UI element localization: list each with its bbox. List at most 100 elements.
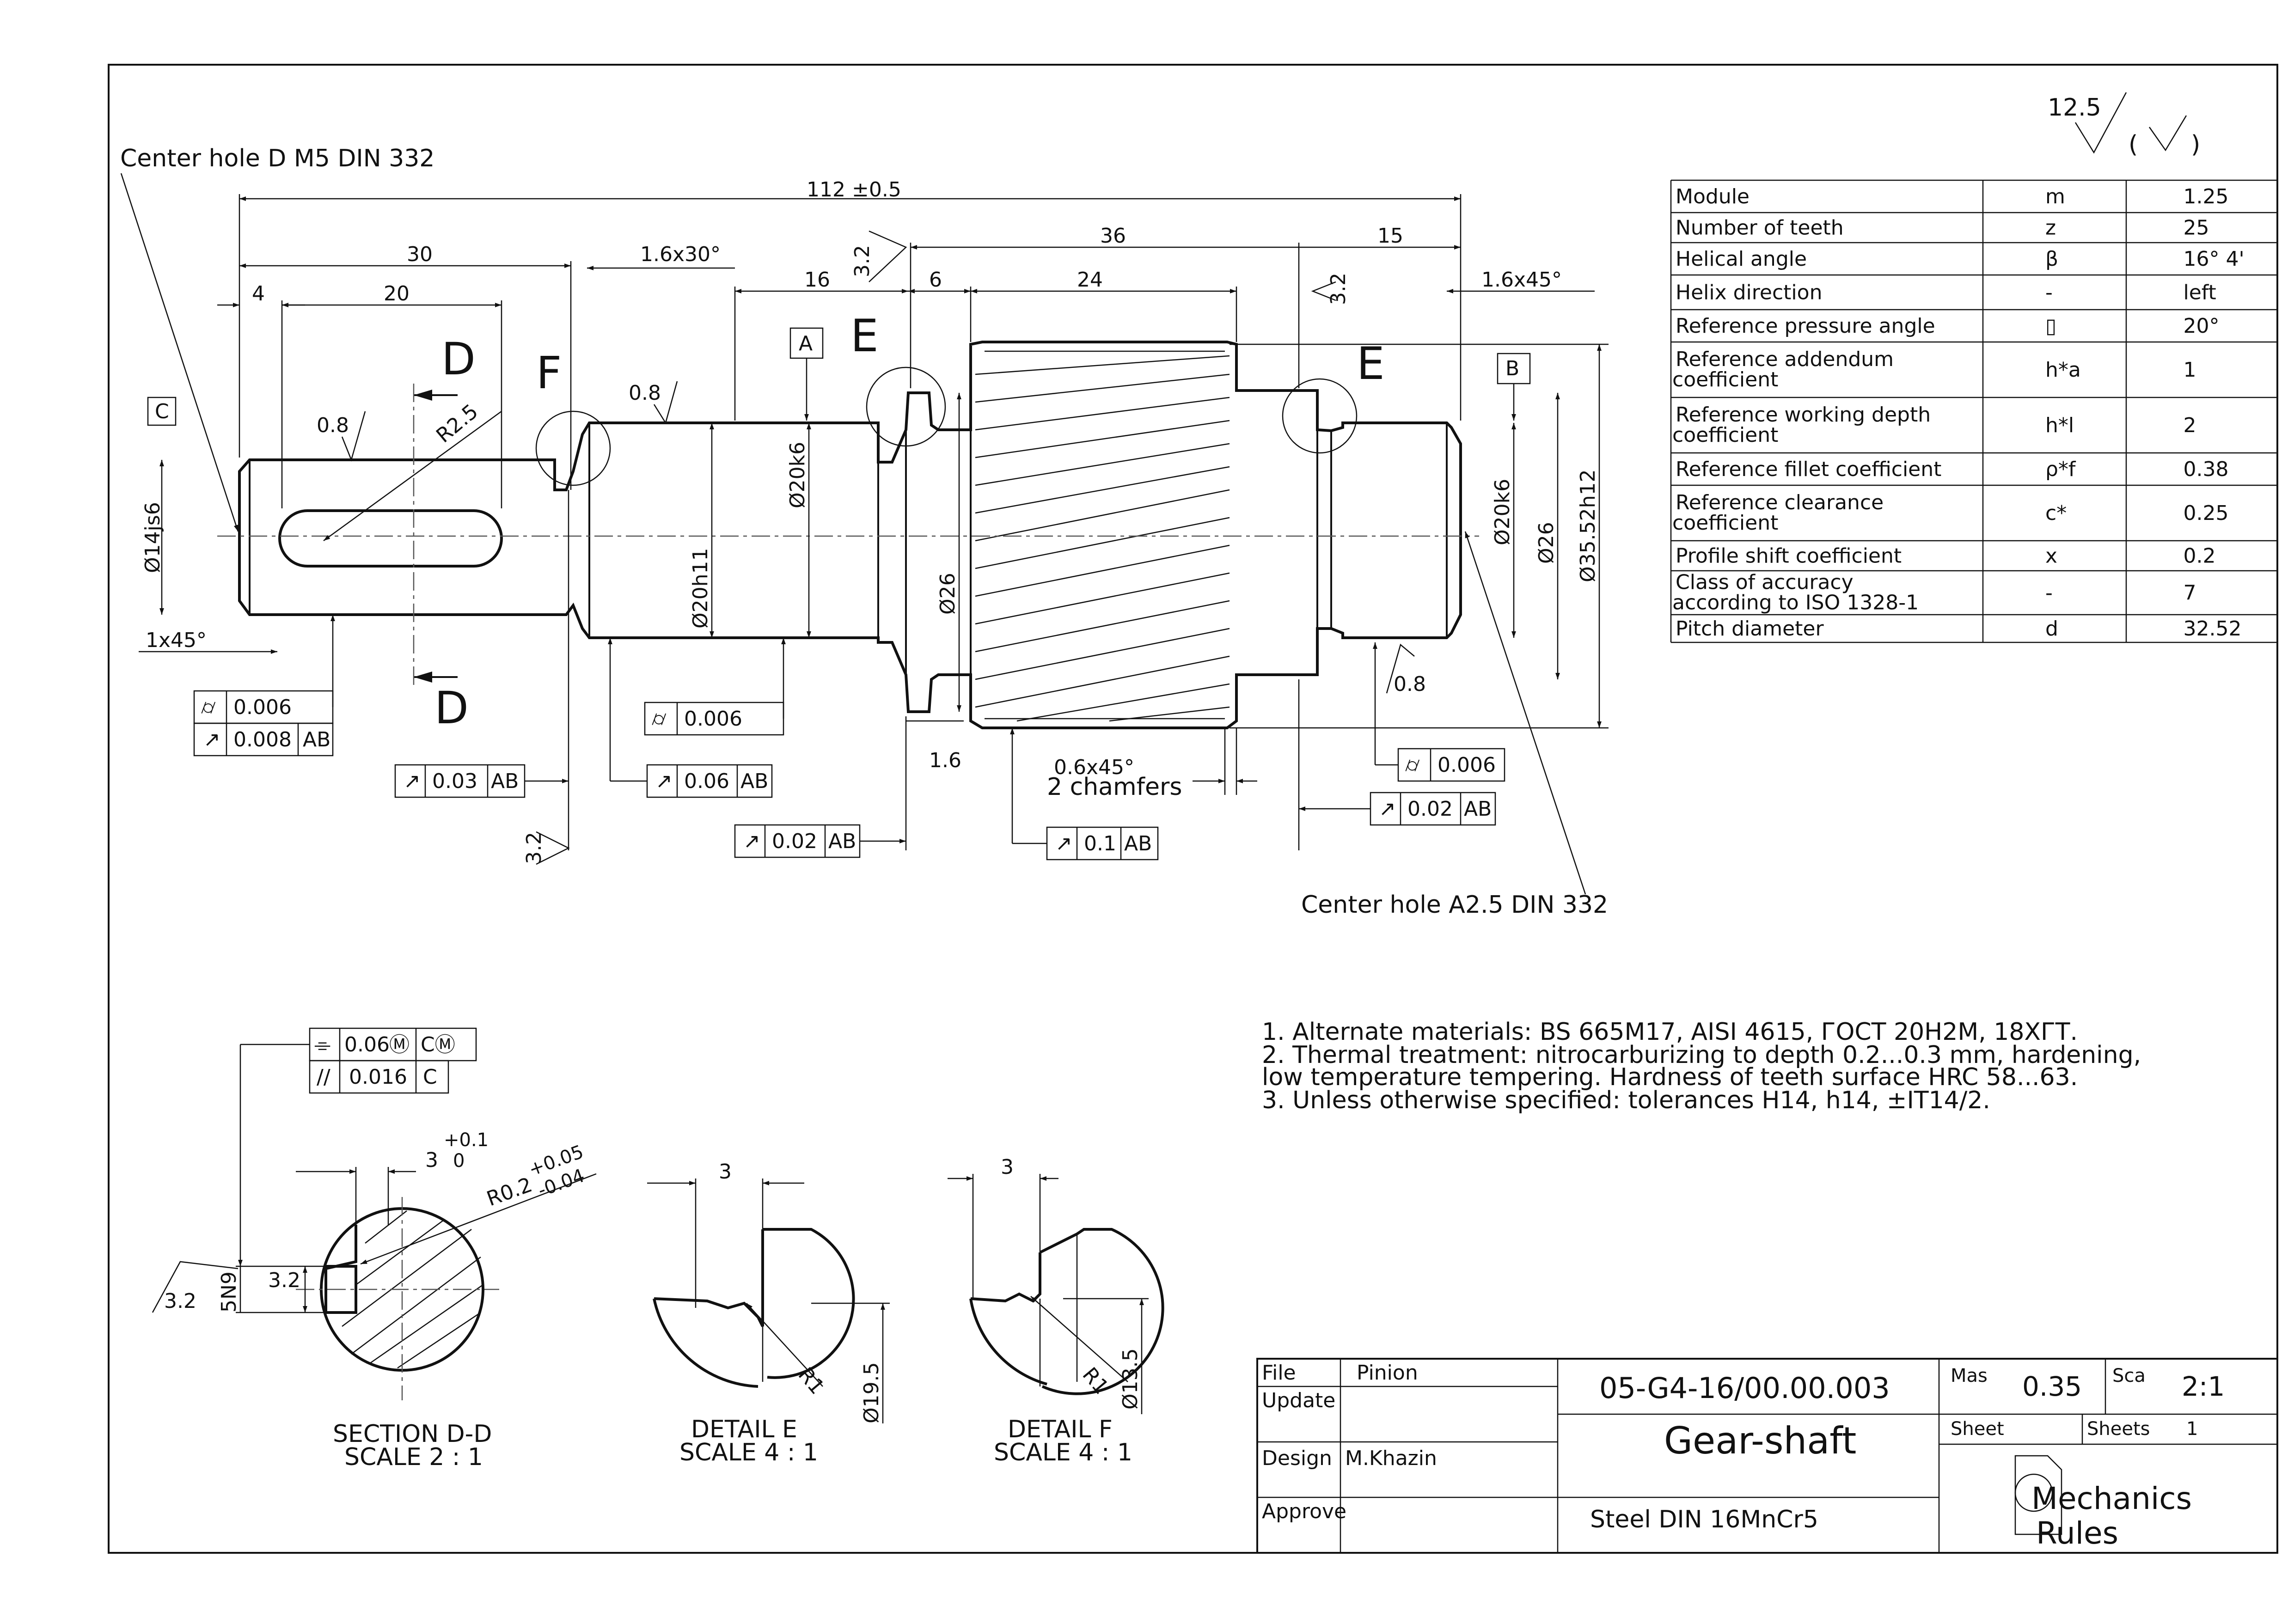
dia-26-left: Ø26 [936, 573, 960, 615]
dia-26-right: Ø26 [1535, 522, 1558, 564]
surface-finish-paren-close: ) [2191, 131, 2200, 159]
gear-icon [2014, 1473, 2053, 1512]
mass-value: 0.35 [2022, 1371, 2082, 1402]
tol-f2-ref: AB [303, 728, 330, 751]
part-name: Gear-shaft [1664, 1419, 1856, 1462]
detail-letter-e-right: E [1357, 338, 1385, 390]
technical-notes: 1. Alternate materials: BS 665M17, AISI … [1262, 1018, 2141, 1114]
detail-f-width-3: 3 [1001, 1155, 1014, 1179]
keyway-tol-up: +0.1 [444, 1129, 489, 1151]
tol-f11-ref: C [423, 1065, 437, 1089]
runout-symbol: ↗ [203, 728, 220, 751]
tol-f1-value: 0.006 [233, 696, 292, 719]
keyway-roughness-32: 3.2 [164, 1289, 196, 1313]
detail-e-view: 3 R1 Ø19.5 DETAIL E SCALE 4 : 1 [647, 1160, 890, 1466]
tol-f11-value: 0.016 [349, 1065, 407, 1089]
update-label: Update [1262, 1389, 1335, 1412]
gear-sym-10: - [2045, 581, 2053, 605]
detail-f-scale: SCALE 4 : 1 [994, 1439, 1132, 1466]
roughness-08-journal: 0.8 [629, 381, 661, 405]
dim-30: 30 [407, 243, 433, 266]
two-chamfers-label: 2 chamfers [1047, 773, 1182, 801]
gear-sym-4: ▯ [2045, 314, 2056, 338]
dim-overall: 112 ±0.5 [807, 178, 901, 201]
datum-c: C [155, 400, 169, 423]
tol-f2-value: 0.008 [233, 728, 292, 751]
runout-symbol-6: ↗ [1379, 797, 1396, 821]
approve-label: Approve [1262, 1500, 1346, 1523]
sheet-label: Sheet [1951, 1418, 2004, 1440]
general-surface-finish: 12.5 ( ) [2048, 92, 2200, 159]
gear-val-9: 0.2 [2184, 544, 2216, 568]
detail-e-title: DETAIL E [691, 1416, 797, 1443]
title-block: File Pinion Update Design M.Khazin Appro… [1256, 1358, 2278, 1554]
dia-14js6: Ø14js6 [141, 502, 165, 573]
section-dd-title: SECTION D-D [333, 1420, 492, 1448]
chamfer-1x45: 1x45° [146, 629, 207, 652]
detail-f-diameter: Ø13.5 [1119, 1348, 1142, 1410]
dim-20: 20 [384, 282, 410, 305]
gear-val-4: 20° [2184, 314, 2220, 338]
shaft-view [217, 341, 1479, 729]
dim-15: 15 [1377, 224, 1403, 248]
sheet-frame [108, 64, 2278, 1554]
datum-labels: C A B [147, 327, 1531, 426]
fillet-r02: R0.2 [483, 1173, 535, 1211]
cylindricity-symbol-2: ⌭ [652, 707, 667, 731]
roughness-08-right: 0.8 [1394, 672, 1426, 696]
keyway-depth-32: 3.2 [268, 1269, 300, 1292]
scale-value: 2:1 [2182, 1371, 2225, 1402]
gear-sym-3: - [2045, 281, 2053, 305]
tol-f9-value: 0.02 [1407, 797, 1453, 821]
tol-f4-value: 0.006 [684, 707, 742, 731]
keyway-tol-down: 0 [453, 1150, 465, 1172]
dim-6: 6 [929, 268, 942, 292]
surface-finish-value: 12.5 [2048, 94, 2101, 122]
parallelism-symbol: // [317, 1065, 330, 1089]
detail-letter-f: F [536, 347, 562, 399]
gear-param-9: Profile shift coefficient [1676, 544, 1902, 568]
detail-f-view: 3 R1 Ø13.5 DETAIL F SCALE 4 : 1 [948, 1155, 1164, 1466]
keyway-5n9: 5N9 [217, 1271, 241, 1313]
logo: Mechanics Rules [2014, 1455, 2192, 1551]
dim-36: 36 [1100, 224, 1126, 248]
gear-sym-9: x [2045, 544, 2057, 568]
keyway-width-3: 3 [425, 1148, 438, 1172]
gear-sym-0: m [2045, 185, 2065, 208]
dim-4: 4 [252, 282, 265, 305]
cylindricity-symbol-3: ⌭ [1405, 753, 1420, 777]
runout-symbol-4: ↗ [743, 830, 760, 853]
tol-f10-m: Ⓜ [389, 1033, 410, 1056]
gear-param-7: Reference fillet coefficient [1676, 458, 1941, 481]
chamfer-16x30: 1.6x30° [640, 243, 721, 266]
datum-a: A [799, 332, 813, 355]
gear-val-11: 32.52 [2184, 617, 2242, 641]
gear-sym-1: z [2045, 216, 2056, 240]
cylindricity-symbol: ⌭ [201, 696, 216, 719]
section-dd-scale: SCALE 2 : 1 [344, 1443, 483, 1471]
dim-24: 24 [1077, 268, 1103, 292]
section-letter-d-bottom: D [434, 682, 469, 734]
file-label: File [1262, 1361, 1296, 1385]
sheets-value: 1 [2186, 1418, 2198, 1440]
drawing-number: 05-G4-16/00.00.003 [1599, 1371, 1890, 1405]
gear-val-1: 25 [2184, 216, 2209, 240]
note-2b: low temperature tempering. Hardness of t… [1262, 1063, 2078, 1091]
design-value: M.Khazin [1345, 1447, 1437, 1470]
gear-param-2: Helical angle [1676, 247, 1807, 271]
material: Steel DIN 16MnCr5 [1590, 1506, 1818, 1533]
section-dd-view: ⌯ 0.06 CⓂ Ⓜ // 0.016 C 3 +0.1 0 R0.2 +0.… [152, 1027, 597, 1471]
symmetry-symbol: ⌯ [314, 1033, 330, 1056]
logo-line1: Mechanics [2031, 1481, 2192, 1516]
gear-sym-6: h*l [2045, 414, 2074, 437]
detail-e-width-3: 3 [719, 1160, 732, 1184]
design-label: Design [1262, 1447, 1332, 1470]
runout-symbol-2: ↗ [404, 769, 421, 793]
radius-r25: R2.5 [432, 400, 483, 448]
tol-f6-value: 0.02 [772, 830, 817, 853]
tol-f5-ref: AB [740, 769, 768, 793]
